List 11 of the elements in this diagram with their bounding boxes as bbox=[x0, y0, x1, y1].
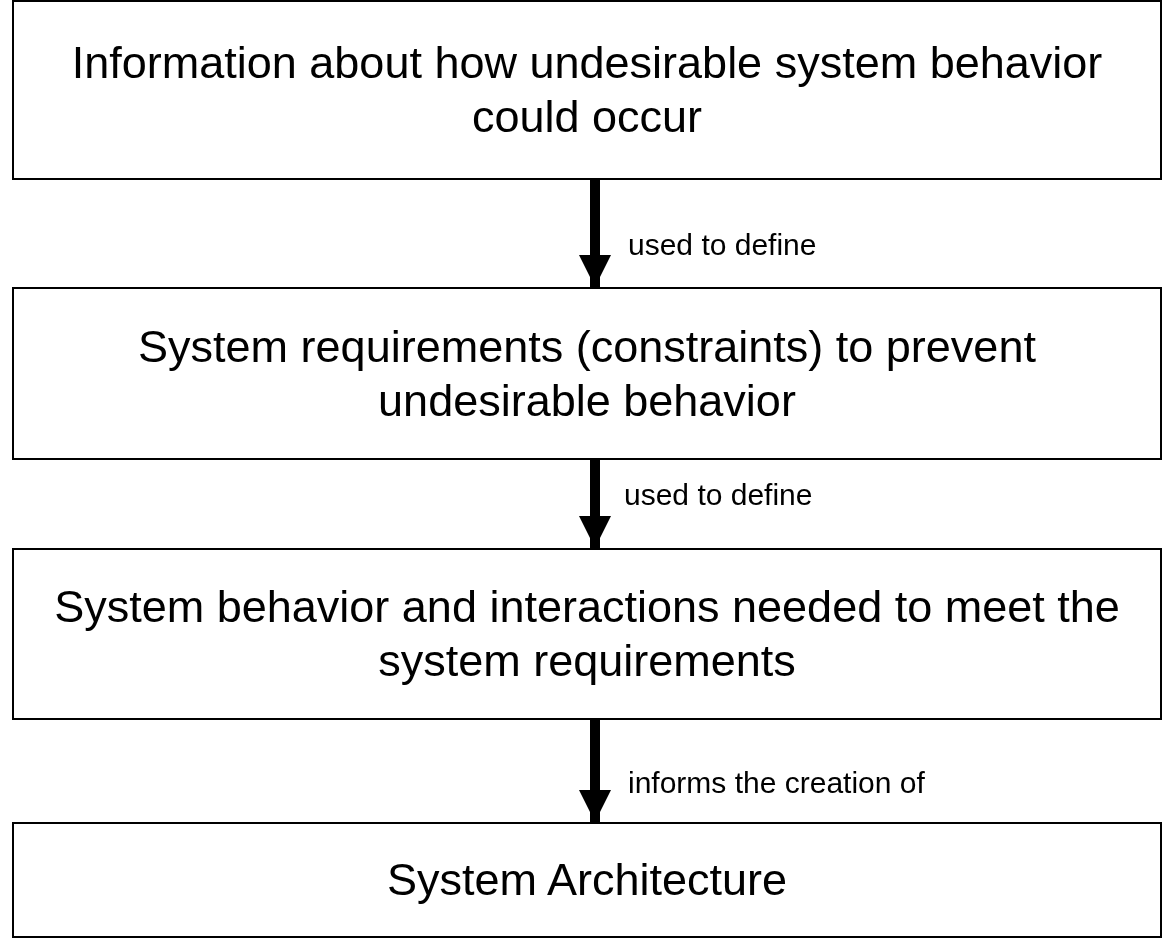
process-box bbox=[12, 822, 1162, 938]
process-box bbox=[12, 548, 1162, 720]
process-box bbox=[12, 0, 1162, 180]
box-text: System requirements (constraints) to prevent undesirable behavior bbox=[137, 319, 1037, 428]
box-text: System behavior and interactions needed to meet the system requirements bbox=[53, 580, 1121, 688]
arrow bbox=[579, 720, 611, 822]
box-text: Information about how undesirable system behavior could occur bbox=[70, 36, 1104, 144]
process-box bbox=[12, 287, 1162, 460]
box-text: System Architecture bbox=[386, 853, 788, 907]
arrow bbox=[579, 180, 611, 287]
arrow bbox=[579, 460, 611, 548]
